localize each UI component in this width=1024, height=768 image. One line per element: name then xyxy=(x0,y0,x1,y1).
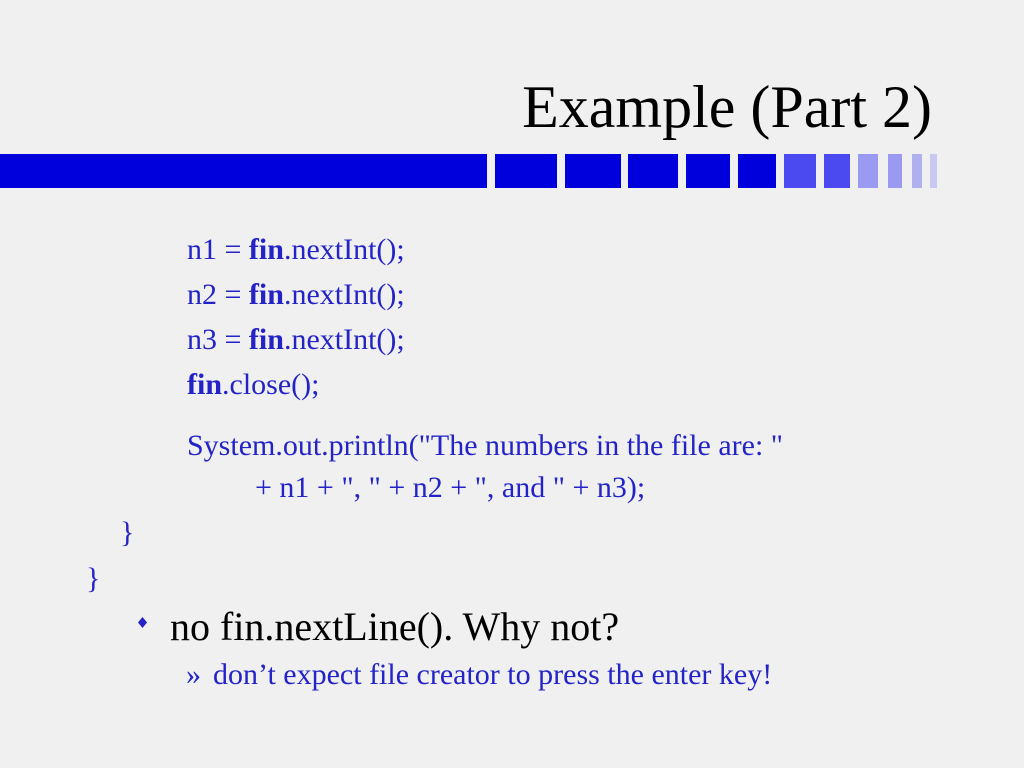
header-bar-segment xyxy=(912,154,922,188)
code-keyword-fin: fin xyxy=(248,323,284,356)
header-bar-segment xyxy=(784,154,816,188)
header-bar-segment xyxy=(888,154,902,188)
code-text: .close(); xyxy=(222,368,320,401)
code-text: .nextInt(); xyxy=(283,323,405,356)
code-line-n1: n1 = fin.nextInt(); xyxy=(187,232,405,268)
sub-bullet-marker: » xyxy=(186,658,201,691)
bullet-main: no fin.nextLine(). Why not? xyxy=(170,604,620,649)
code-text: .nextInt(); xyxy=(283,233,405,266)
code-line-println-continued: + n1 + ", " + n2 + ", and " + n3); xyxy=(255,471,646,504)
bullet-sub: don’t expect file creator to press the e… xyxy=(213,658,773,691)
code-keyword-fin: fin xyxy=(248,278,284,311)
header-bar-segment xyxy=(628,154,678,188)
code-line-n2: n2 = fin.nextInt(); xyxy=(187,277,405,313)
code-text: .nextInt(); xyxy=(283,278,405,311)
header-bar-segment xyxy=(930,154,937,188)
code-closing-brace-method: } xyxy=(120,516,135,549)
header-bar-long xyxy=(0,154,487,188)
code-text: n3 = xyxy=(187,323,249,356)
code-line-n3: n3 = fin.nextInt(); xyxy=(187,322,405,358)
code-line-close: fin.close(); xyxy=(187,367,319,403)
header-bar-segment xyxy=(565,154,621,188)
header-bar-segment xyxy=(738,154,776,188)
code-keyword-fin: fin xyxy=(248,233,284,266)
header-bar-segment xyxy=(824,154,850,188)
code-text: n2 = xyxy=(187,278,249,311)
diamond-bullet-icon xyxy=(138,617,147,628)
code-closing-brace-class: } xyxy=(86,562,101,595)
code-text: n1 = xyxy=(187,233,249,266)
slide-title: Example (Part 2) xyxy=(522,74,932,140)
code-line-println: System.out.println("The numbers in the f… xyxy=(187,429,784,462)
code-keyword-fin: fin xyxy=(187,368,223,401)
header-bar-segment xyxy=(858,154,878,188)
header-bar-segment xyxy=(686,154,730,188)
header-bar-segment xyxy=(495,154,557,188)
